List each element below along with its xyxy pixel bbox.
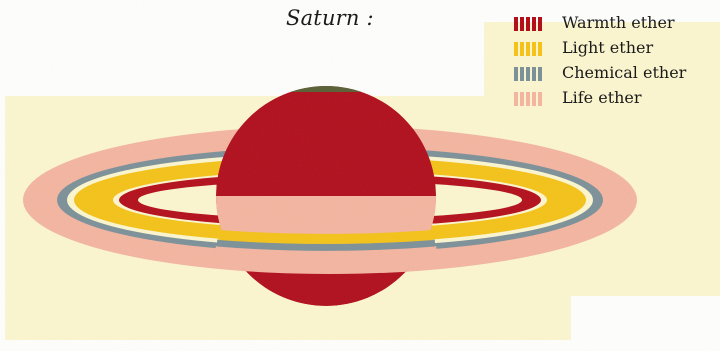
legend-item-chemical: Chemical ether [514,62,714,86]
legend-item-light: Light ether [514,37,714,61]
warmth-ether-swatch [514,17,542,31]
legend-label-life: Life ether [562,88,642,107]
chemical-ether-swatch [514,67,542,81]
diagram-title: Saturn : [286,6,374,30]
legend-item-life: Life ether [514,87,714,111]
legend-label-warmth: Warmth ether [562,13,675,32]
light-ether-swatch [514,42,542,56]
life-ether-swatch [514,92,542,106]
legend-label-chemical: Chemical ether [562,63,687,82]
legend-item-warmth: Warmth ether [514,12,714,36]
legend-label-light: Light ether [562,38,654,57]
